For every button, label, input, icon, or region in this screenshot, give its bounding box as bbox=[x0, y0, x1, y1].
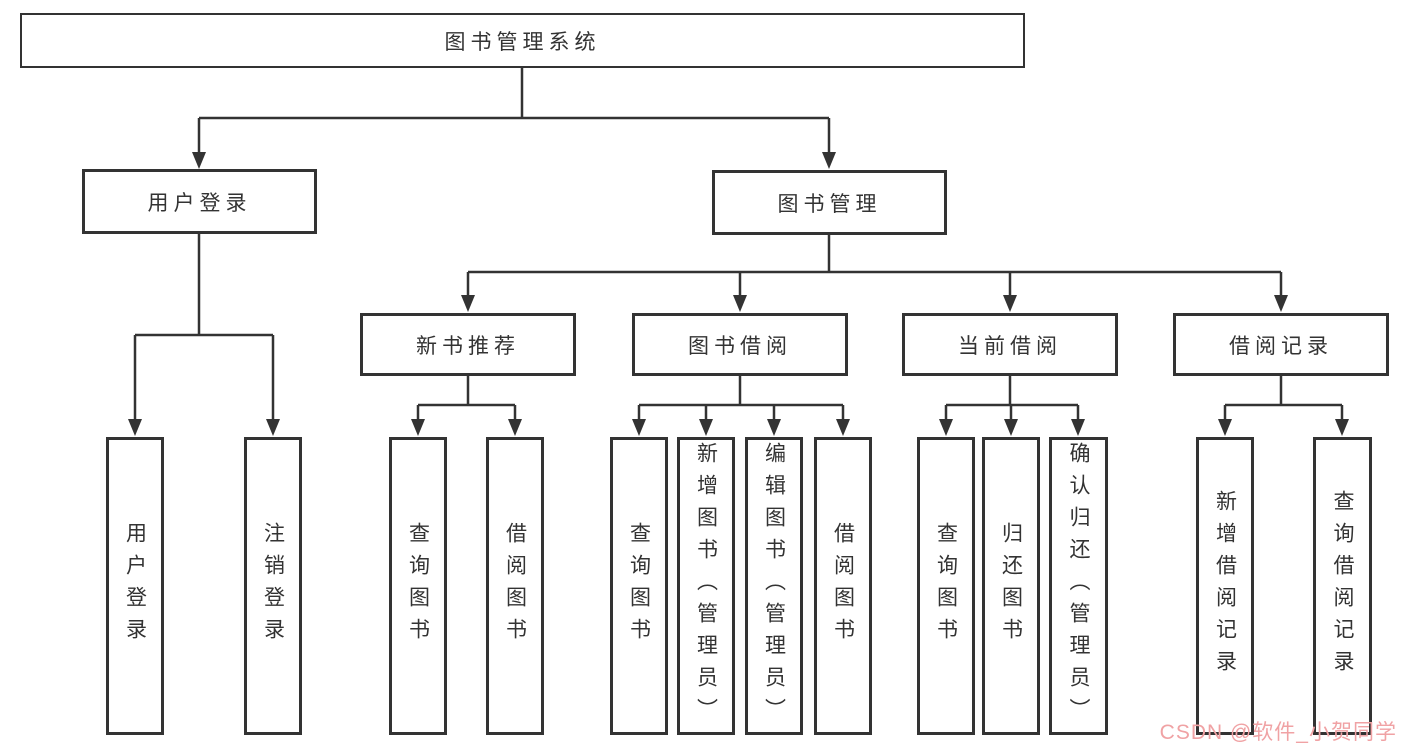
connector-book-borrow-children bbox=[632, 376, 850, 436]
leaf-cb-query-book: 查询图书 bbox=[917, 437, 975, 735]
node-label: 借阅图书 bbox=[503, 522, 527, 650]
node-label: 新书推荐 bbox=[416, 334, 520, 358]
node-label: 查询图书 bbox=[627, 522, 651, 650]
leaf-rec-query-book: 查询图书 bbox=[389, 437, 447, 735]
node-label: 用户登录 bbox=[147, 191, 252, 215]
connector-new-book-rec-children bbox=[411, 376, 522, 436]
leaf-br-add-record: 新增借阅记录 bbox=[1196, 437, 1254, 735]
node-label: 新增图书（管理员） bbox=[694, 442, 718, 730]
node-label: 用户登录 bbox=[123, 522, 147, 650]
node-new-book-recommend: 新书推荐 bbox=[360, 313, 576, 376]
node-label: 图书管理 bbox=[777, 192, 882, 216]
node-label: 借阅记录 bbox=[1229, 334, 1333, 358]
node-label: 确认归还（管理员） bbox=[1067, 442, 1090, 730]
connector-book-mgmt-children bbox=[461, 235, 1288, 312]
node-current-borrow: 当前借阅 bbox=[902, 313, 1118, 376]
node-label: 编辑图书（管理员） bbox=[762, 442, 786, 730]
node-label: 查询图书 bbox=[934, 522, 958, 650]
leaf-cb-confirm-return-admin: 确认归还（管理员） bbox=[1049, 437, 1108, 735]
node-borrow-records: 借阅记录 bbox=[1173, 313, 1389, 376]
node-book-borrow: 图书借阅 bbox=[632, 313, 848, 376]
leaf-cb-return-book: 归还图书 bbox=[982, 437, 1040, 735]
leaf-bb-borrow-book: 借阅图书 bbox=[814, 437, 872, 735]
leaf-bb-edit-book-admin: 编辑图书（管理员） bbox=[745, 437, 803, 735]
leaf-user-login: 用户登录 bbox=[106, 437, 164, 735]
connector-root-to-level2 bbox=[192, 68, 836, 169]
node-label: 查询图书 bbox=[406, 522, 430, 650]
leaf-logout: 注销登录 bbox=[244, 437, 302, 735]
connector-user-login-children bbox=[128, 234, 280, 436]
connector-borrow-records-children bbox=[1218, 376, 1349, 436]
leaf-bb-add-book-admin: 新增图书（管理员） bbox=[677, 437, 735, 735]
node-label: 新增借阅记录 bbox=[1213, 490, 1237, 682]
leaf-br-query-record: 查询借阅记录 bbox=[1313, 437, 1372, 735]
node-label: 查询借阅记录 bbox=[1331, 490, 1354, 682]
node-user-login: 用户登录 bbox=[82, 169, 317, 234]
connector-current-borrow-children bbox=[939, 376, 1085, 436]
node-label: 注销登录 bbox=[261, 522, 285, 650]
node-label: 归还图书 bbox=[999, 522, 1023, 650]
watermark: CSDN @软件_小贺同学 bbox=[1159, 721, 1397, 744]
node-label: 图书管理系统 bbox=[444, 30, 601, 54]
leaf-bb-query-book: 查询图书 bbox=[610, 437, 668, 735]
node-library-system: 图书管理系统 bbox=[20, 13, 1025, 68]
node-book-management: 图书管理 bbox=[712, 170, 947, 235]
node-label: 当前借阅 bbox=[958, 334, 1062, 358]
node-label: 借阅图书 bbox=[831, 522, 855, 650]
node-label: 图书借阅 bbox=[688, 334, 792, 358]
leaf-rec-borrow-book: 借阅图书 bbox=[486, 437, 544, 735]
